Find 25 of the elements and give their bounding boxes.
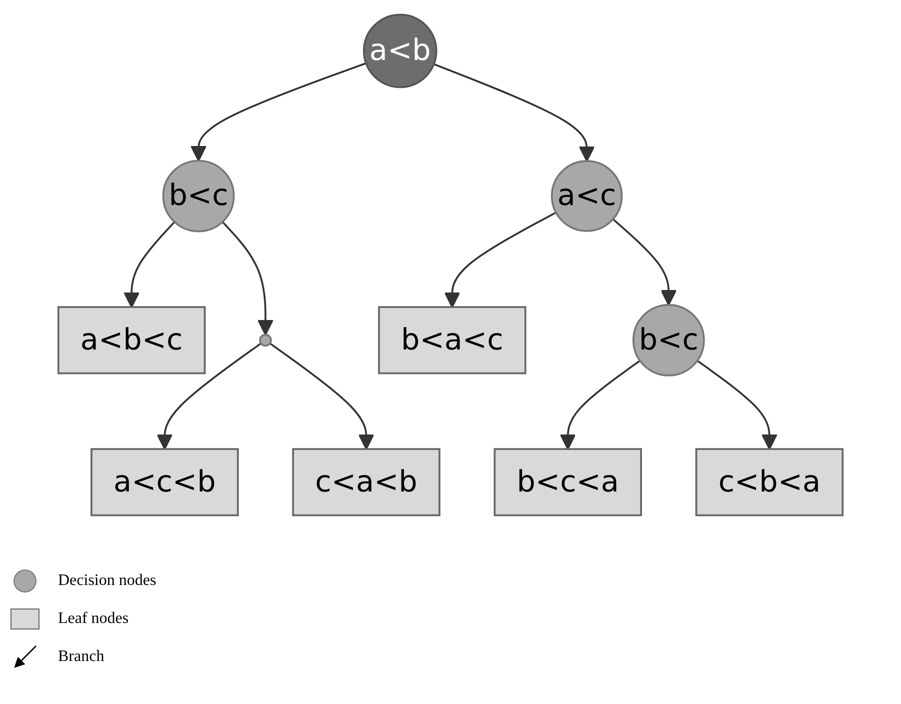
arrow <box>612 218 677 306</box>
legend-label: Leaf nodes <box>58 610 129 628</box>
node-box <box>494 448 642 516</box>
legend-label: Branch <box>58 648 104 666</box>
legend-label: Decision nodes <box>58 572 156 590</box>
node-box <box>90 448 239 516</box>
node-circle <box>632 304 705 376</box>
node-circle <box>362 14 438 88</box>
node-box <box>57 306 206 374</box>
node-box <box>292 448 440 516</box>
arrow <box>560 360 640 450</box>
arrow <box>123 221 176 308</box>
arrow <box>222 221 274 336</box>
node-circle <box>259 334 272 347</box>
node-circle <box>162 160 235 232</box>
node-box <box>378 306 526 374</box>
arrow <box>190 62 366 162</box>
arrow <box>269 342 374 450</box>
arrow <box>434 63 595 162</box>
arrow <box>696 360 778 450</box>
node-box <box>695 448 844 516</box>
arrow <box>444 212 556 308</box>
node-circle <box>550 160 623 232</box>
tree-diagram: a<b b<c a<b<c a<c<b c<a<b a<c b<a<c b<c b<c<a c<b<a <box>0 0 901 530</box>
arrow <box>156 342 262 450</box>
